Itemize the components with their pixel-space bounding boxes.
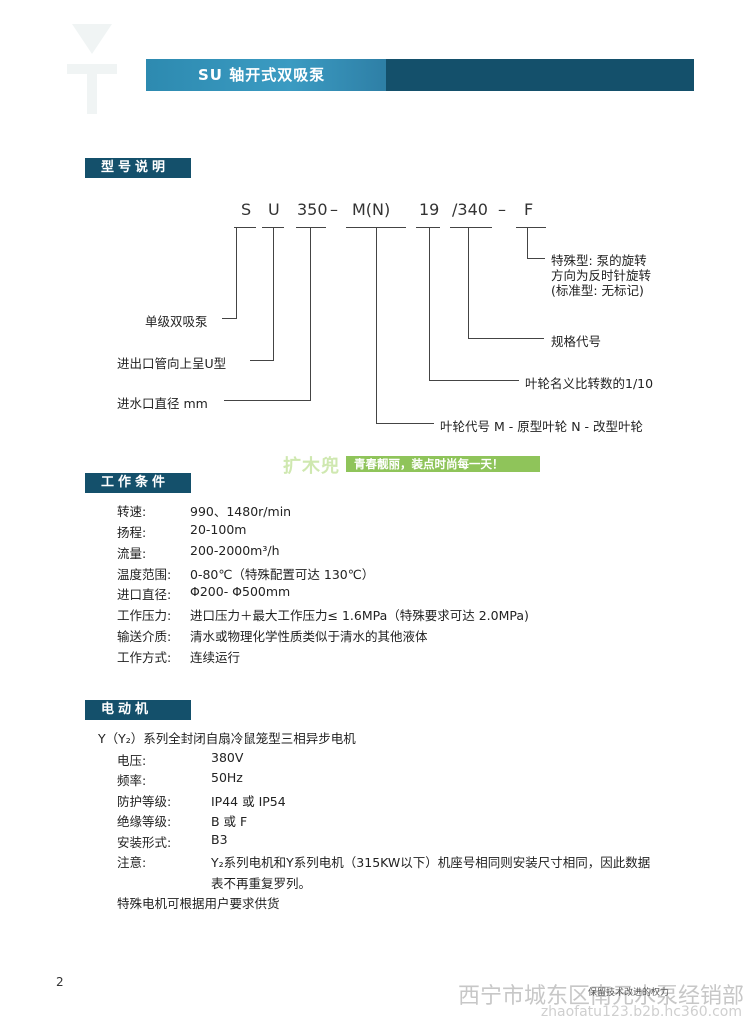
cond-value-inlet: Φ200- Φ500mm — [190, 584, 291, 599]
cond-label-flow: 流量: — [117, 546, 147, 561]
motor-intro: Y（Y₂）系列全封闭自扇冷鼠笼型三相异步电机 — [98, 731, 356, 746]
motor-value-note: Y₂系列电机和Y系列电机（315KW以下）机座号相同则安装尺寸相同，因此数据 — [211, 855, 651, 870]
motor-special: 特殊电机可根据用户要求供货 — [117, 896, 280, 911]
motor-label-voltage: 电压: — [117, 753, 147, 768]
section-header-model: 型号说明 — [85, 158, 191, 178]
leader-v-diameter — [310, 227, 311, 401]
footer-rights: 保留技术改进的权力 — [588, 988, 670, 998]
annotation-spec-code: 规格代号 — [551, 334, 602, 349]
code-part-impeller: M(N) — [352, 200, 391, 219]
watermark-slogan: 青春靓丽，装点时尚每一天！ — [346, 456, 540, 472]
cond-label-pressure: 工作压力: — [117, 608, 172, 623]
cond-value-speed: 990、1480r/min — [190, 504, 292, 519]
motor-label-mounting: 安装形式: — [117, 835, 172, 850]
motor-label-protection: 防护等级: — [117, 794, 172, 809]
title-banner: SU 轴开式双吸泵 — [146, 59, 694, 91]
cond-value-mode: 连续运行 — [190, 650, 241, 665]
cond-label-speed: 转速: — [117, 504, 147, 519]
cond-value-head: 20-100m — [190, 522, 247, 537]
leader-h-spec — [468, 338, 544, 339]
code-part-f: F — [524, 200, 534, 219]
motor-label-note: 注意: — [117, 855, 147, 870]
code-part-dash-2: – — [498, 200, 506, 219]
motor-value-protection: IP44 或 IP54 — [211, 794, 286, 809]
leader-v-s — [236, 227, 237, 319]
cond-value-flow: 200-2000m³/h — [190, 543, 280, 558]
leader-v-impeller — [376, 227, 377, 424]
leader-v-speed — [429, 227, 430, 381]
faint-logo-icon — [67, 24, 117, 114]
cond-label-inlet: 进口直径: — [117, 587, 172, 602]
motor-value-insulation: B 或 F — [211, 814, 248, 829]
code-part-u: U — [268, 200, 280, 219]
cond-value-pressure: 进口压力＋最大工作压力≤ 1.6MPa（特殊要求可达 2.0MPa) — [190, 608, 529, 623]
page-title: SU 轴开式双吸泵 — [198, 66, 326, 84]
cond-label-mode: 工作方式: — [117, 650, 172, 665]
cond-label-medium: 输送介质: — [117, 629, 172, 644]
annotation-u-shape: 进出口管向上呈U型 — [117, 356, 227, 371]
motor-value-frequency: 50Hz — [211, 770, 243, 785]
leader-h-impeller — [376, 423, 434, 424]
leader-v-f — [527, 227, 528, 259]
leader-h-s — [222, 318, 237, 319]
leader-v-u — [273, 227, 274, 361]
annotation-inlet-dia: 进水口直径 mm — [117, 396, 208, 411]
section-header-motor: 电动机 — [85, 700, 191, 720]
motor-note-continued: 表不再重复罗列。 — [211, 876, 312, 891]
annotation-speed-ratio: 叶轮名义比转数的1/10 — [525, 376, 654, 391]
motor-value-voltage: 380V — [211, 750, 244, 765]
cond-label-head: 扬程: — [117, 525, 147, 540]
code-part-spec: /340 — [452, 200, 488, 219]
leader-h-u — [250, 360, 274, 361]
annotation-single-stage: 单级双吸泵 — [145, 314, 208, 329]
code-part-diameter: 350 — [297, 200, 328, 219]
page-number: 2 — [56, 975, 64, 989]
motor-value-mounting: B3 — [211, 832, 228, 847]
code-part-dash-1: – — [330, 200, 338, 219]
motor-label-frequency: 频率: — [117, 773, 147, 788]
section-header-conditions: 工作条件 — [85, 473, 191, 493]
footer-company: 西宁市城东区南元水泵经销部 — [457, 984, 744, 1009]
annotation-special-2: 方向为反时针旋转 — [551, 268, 652, 283]
motor-label-insulation: 绝缘等级: — [117, 814, 172, 829]
cond-value-temp: 0-80℃（特殊配置可达 130℃） — [190, 567, 375, 582]
leader-h-f — [527, 258, 545, 259]
underline-spec — [450, 227, 492, 228]
leader-v-spec — [468, 227, 469, 339]
annotation-impeller: 叶轮代号 M - 原型叶轮 N - 改型叶轮 — [440, 419, 643, 434]
underline-f — [516, 227, 546, 228]
title-banner-highlight — [146, 59, 386, 91]
code-part-speed: 19 — [419, 200, 440, 219]
cond-label-temp: 温度范围: — [117, 567, 172, 582]
annotation-special-3: (标准型: 无标记) — [551, 283, 644, 298]
leader-h-speed — [429, 380, 519, 381]
underline-speed — [416, 227, 440, 228]
underline-s — [234, 227, 256, 228]
code-part-s: S — [241, 200, 252, 219]
underline-diameter — [296, 227, 326, 228]
footer-url: zhaofatu123.b2b.hc360.com — [540, 1004, 742, 1020]
cond-value-medium: 清水或物理化学性质类似于清水的其他液体 — [190, 629, 428, 644]
leader-h-diameter — [224, 400, 311, 401]
watermark-brand: 扩木兜 — [283, 456, 340, 477]
annotation-special-1: 特殊型: 泵的旋转 — [551, 253, 647, 268]
